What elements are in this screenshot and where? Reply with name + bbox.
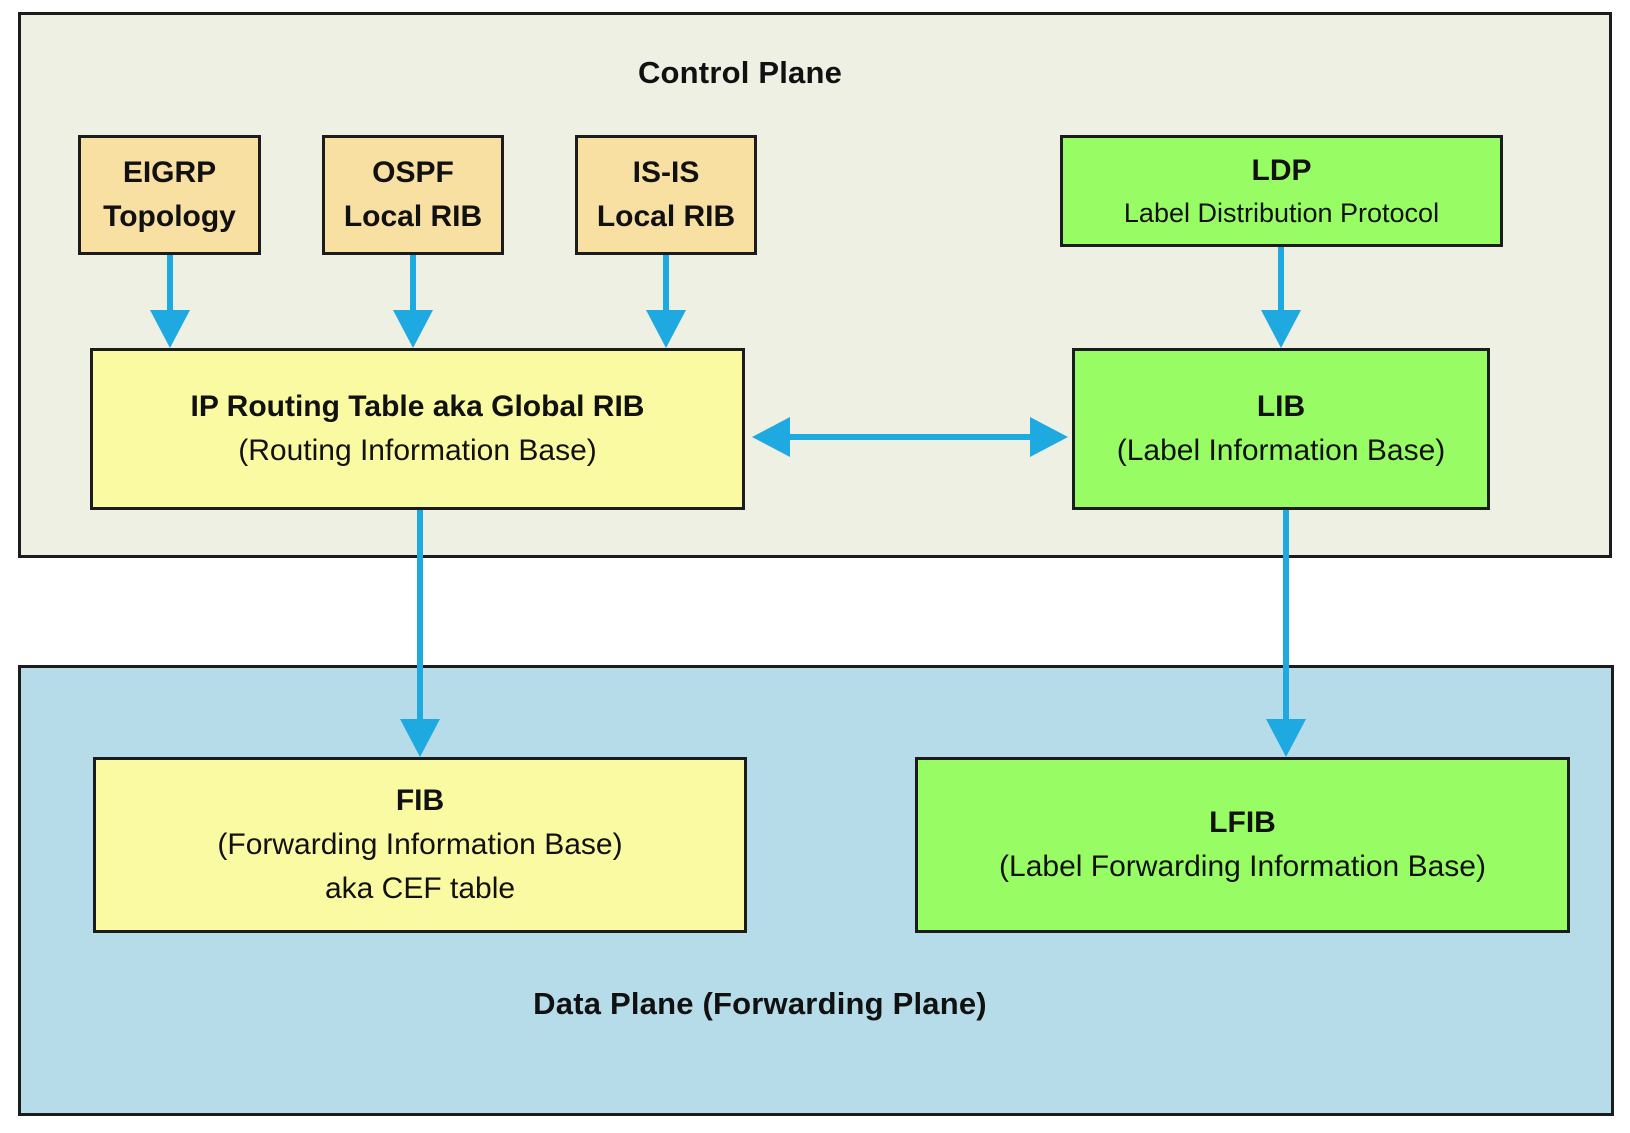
lib-title: LIB (1256, 390, 1306, 423)
lib-subtitle: (Label Information Base) (1116, 434, 1446, 467)
eigrp-topology-box: EIGRP Topology (78, 135, 261, 255)
ldp-sublabel: Label Distribution Protocol (1123, 198, 1440, 228)
lfib-subtitle: (Label Forwarding Information Base) (999, 850, 1486, 883)
arrow-ospf-to-rib (393, 255, 433, 348)
global-rib-box: IP Routing Table aka Global RIB (Routing… (90, 348, 745, 510)
arrow-lib-to-lfib (1266, 510, 1306, 757)
arrow-shaft (410, 255, 416, 312)
arrow-isis-to-rib (646, 255, 686, 348)
arrow-left-head (752, 417, 790, 457)
arrow-down-head (1261, 310, 1301, 348)
lib-box: LIB (Label Information Base) (1072, 348, 1490, 510)
arrow-down-head (646, 310, 686, 348)
arrow-ldp-to-lib (1261, 247, 1301, 348)
arrow-shaft (1283, 510, 1289, 721)
arrow-down-head (1266, 719, 1306, 757)
ospf-sublabel: Local RIB (343, 200, 483, 233)
arrow-shaft (784, 434, 1036, 440)
arrow-shaft (663, 255, 669, 312)
control-plane-title: Control Plane (637, 55, 843, 90)
data-plane-title: Data Plane (Forwarding Plane) (533, 986, 987, 1021)
arrow-down-head (393, 310, 433, 348)
lfib-box: LFIB (Label Forwarding Information Base) (915, 757, 1570, 933)
isis-label: IS-IS (632, 156, 700, 189)
arrow-shaft (1278, 247, 1284, 312)
lfib-title: LFIB (1209, 806, 1276, 839)
global-rib-title: IP Routing Table aka Global RIB (190, 390, 645, 423)
arrow-rib-lib-bidirectional (752, 417, 1068, 457)
fib-box: FIB (Forwarding Information Base) aka CE… (93, 757, 747, 933)
fib-title: FIB (395, 784, 445, 817)
ospf-local-rib-box: OSPF Local RIB (322, 135, 504, 255)
fib-subtitle: (Forwarding Information Base) (217, 828, 623, 861)
eigrp-label: EIGRP (122, 156, 217, 189)
arrow-eigrp-to-rib (150, 255, 190, 348)
isis-sublabel: Local RIB (596, 200, 736, 233)
arrow-shaft (167, 255, 173, 312)
arrow-down-head (400, 719, 440, 757)
isis-local-rib-box: IS-IS Local RIB (575, 135, 757, 255)
arrow-rib-to-fib (400, 510, 440, 757)
global-rib-subtitle: (Routing Information Base) (238, 434, 597, 467)
fib-note: aka CEF table (324, 872, 516, 905)
ldp-label: LDP (1251, 154, 1312, 187)
eigrp-sublabel: Topology (103, 200, 236, 233)
arrow-down-head (150, 310, 190, 348)
arrow-shaft (417, 510, 423, 721)
arrow-right-head (1030, 417, 1068, 457)
ldp-box: LDP Label Distribution Protocol (1060, 135, 1503, 247)
ospf-label: OSPF (372, 156, 454, 189)
